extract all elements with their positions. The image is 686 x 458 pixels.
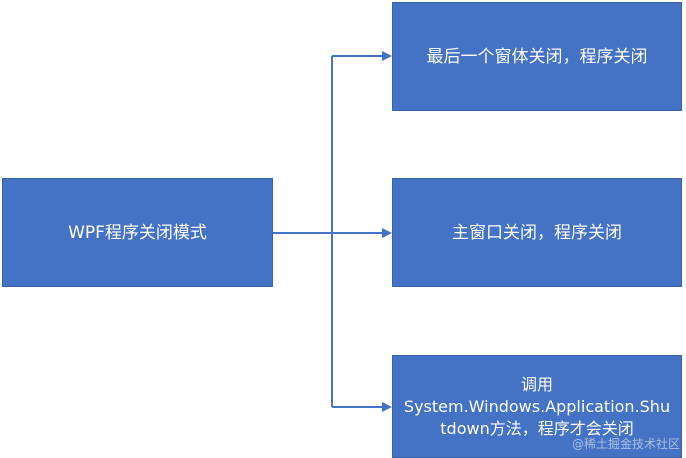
branch-node-1-label: 最后一个窗体关闭，程序关闭: [426, 46, 648, 67]
branch-node-1: 最后一个窗体关闭，程序关闭: [392, 2, 682, 111]
branch-node-2: 主窗口关闭，程序关闭: [392, 178, 682, 287]
root-node-label: WPF程序关闭模式: [68, 222, 207, 243]
branch-node-3-line-1: 调用: [520, 374, 553, 394]
root-node: WPF程序关闭模式: [2, 178, 273, 287]
branch-node-3-line-2: System.Windows.Application.Shu: [403, 396, 671, 416]
branch-node-3-line-3: tdown方法，程序才会关闭: [440, 418, 634, 438]
branch-node-2-label: 主窗口关闭，程序关闭: [452, 222, 622, 243]
watermark: @稀土掘金技术社区: [571, 437, 680, 451]
branch-node-3: 调用 System.Windows.Application.Shu tdown方…: [392, 355, 682, 458]
